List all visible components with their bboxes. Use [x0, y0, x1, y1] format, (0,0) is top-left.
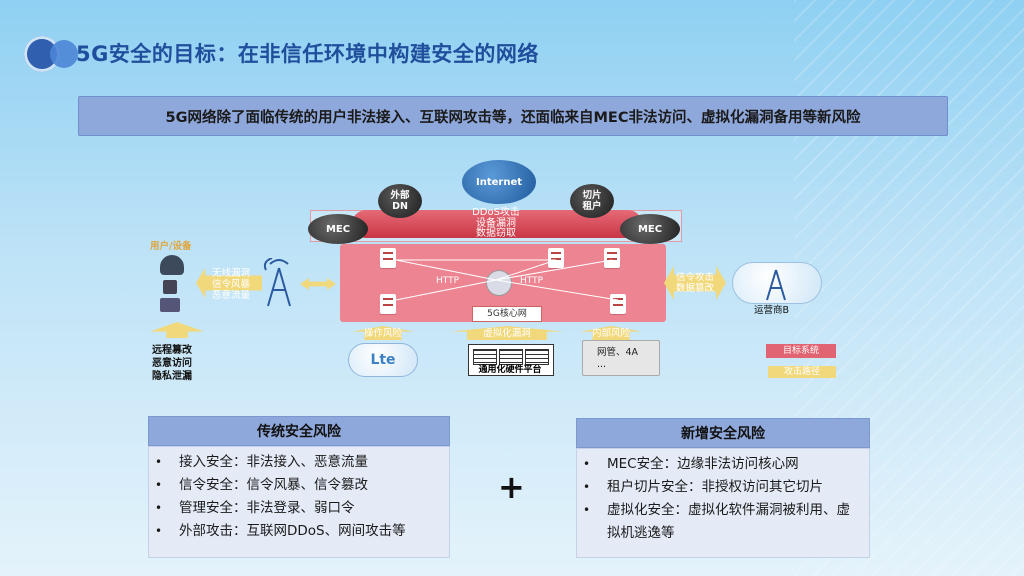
traditional-risk-heading: 传统安全风险	[148, 416, 450, 446]
slice-tenant-node: 切片 租户	[570, 184, 614, 218]
core-network-label: 5G核心网	[472, 306, 542, 322]
user-icon	[160, 255, 184, 275]
virtualization-risk-label: 虚拟化漏洞	[483, 328, 531, 339]
list-item: 虚拟化安全：虚拟化软件漏洞被利用、虚拟机逃逸等	[577, 499, 861, 545]
user-device-label: 用户/设备	[150, 241, 192, 252]
attack-band-label: DDoS攻击 设备漏洞 数据窃取	[472, 207, 520, 239]
page-title: 5G安全的目标：在非信任环境中构建安全的网络	[76, 42, 539, 66]
tower-left-icon	[263, 258, 291, 307]
tower-core-arrow	[300, 278, 336, 290]
device-icon	[163, 280, 177, 294]
server-icon	[380, 294, 396, 314]
internal-risk-label: 内部风险	[591, 328, 630, 339]
new-risk-panel: MEC安全：边缘非法访问核心网 租户切片安全：非授权访问其它切片 虚拟化安全：虚…	[576, 448, 870, 558]
plus-sign: +	[498, 468, 525, 506]
tower-right-icon	[766, 269, 786, 301]
mec-left-node: MEC	[308, 214, 368, 244]
external-dn-node: 外部 DN	[378, 184, 422, 218]
hardware-platform-label: 通用化硬件平台	[478, 365, 542, 375]
ops-management-box: 网管、4A ...	[582, 340, 660, 376]
list-item: 管理安全：非法登录、弱口令	[149, 497, 449, 520]
server-icon	[604, 248, 620, 268]
ops-risk-label: 操作风险	[363, 328, 402, 339]
vehicle-icon	[160, 298, 180, 312]
legend-target-system: 目标系统	[766, 344, 836, 358]
core-links	[395, 259, 619, 301]
list-item: MEC安全：边缘非法访问核心网	[577, 453, 861, 476]
title-bullet-icon	[24, 36, 84, 72]
http-label-left: HTTP	[436, 276, 460, 286]
traditional-risk-panel: 接入安全：非法接入、恶意流量 信令安全：信令风暴、信令篡改 管理安全：非法登录、…	[148, 446, 450, 558]
internet-node: Internet	[462, 160, 536, 204]
list-item: 接入安全：非法接入、恶意流量	[149, 451, 449, 474]
operator-b-label: 运营商B	[754, 305, 790, 316]
lte-cloud-icon: Lte	[348, 343, 418, 377]
remote-arrow	[150, 322, 204, 338]
http-label-right: HTTP	[520, 276, 544, 286]
server-icon	[380, 248, 396, 268]
summary-banner: 5G网络除了面临传统的用户非法接入、互联网攻击等，还面临来自MEC非法访问、虚拟…	[78, 96, 948, 136]
internal-arrow	[580, 326, 642, 340]
operator-b-cloud-icon	[732, 262, 822, 304]
ops-arrow	[352, 326, 414, 340]
mec-right-node: MEC	[620, 214, 680, 244]
legend-attack-path: 攻击路径	[768, 366, 836, 378]
new-risk-heading: 新增安全风险	[576, 418, 870, 448]
signaling-risk-label: 信令攻击 数据篡改	[675, 272, 714, 294]
air-risk-label: 无线漏洞 信令风暴 恶意流量	[211, 268, 250, 301]
list-item: 租户切片安全：非授权访问其它切片	[577, 476, 861, 499]
hardware-platform-icon	[468, 344, 554, 376]
virtualization-arrow	[450, 326, 564, 340]
list-item: 信令安全：信令风暴、信令篡改	[149, 474, 449, 497]
list-item: 外部攻击：互联网DDoS、网间攻击等	[149, 520, 449, 543]
server-icon	[548, 248, 564, 268]
remote-risk-label: 远程篡改 恶意访问 隐私泄漏	[152, 345, 192, 382]
